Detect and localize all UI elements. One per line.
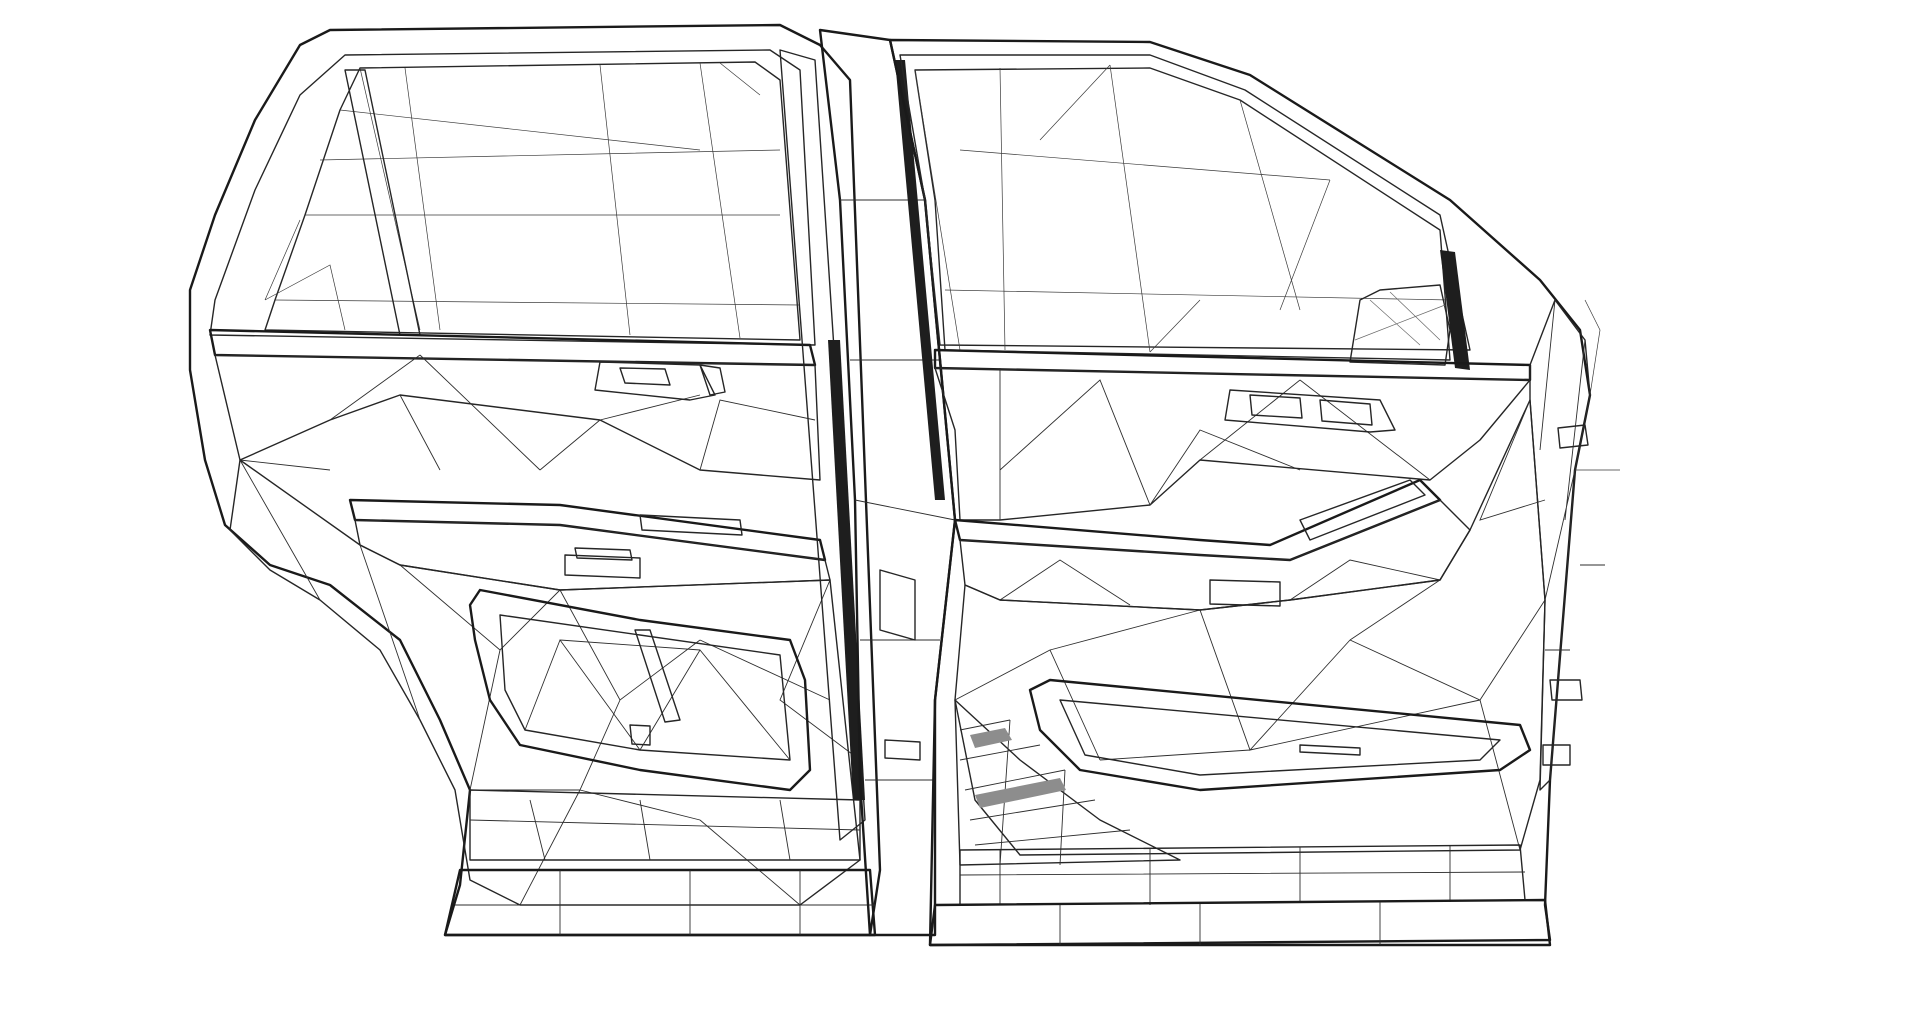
rear-door-pillar-edge — [779, 49, 866, 841]
rear-lower-panel — [229, 459, 861, 906]
rear-door-handle — [594, 361, 716, 401]
front-window-frame — [899, 54, 1471, 351]
front-upper-trim — [934, 367, 1531, 521]
rear-door — [188, 23, 882, 937]
side-mirror — [1349, 284, 1451, 366]
front-armrest — [953, 478, 1442, 562]
rear-window-glass — [264, 61, 801, 341]
upper-hinge — [1557, 424, 1589, 449]
rear-window-divider — [344, 69, 421, 336]
rear-lower-sill — [469, 789, 861, 861]
rear-door-outline — [188, 23, 882, 937]
door-check-strap — [1542, 744, 1571, 766]
rear-map-pocket — [468, 588, 812, 792]
front-door-leading-edge — [1529, 299, 1591, 791]
front-door-outline — [888, 38, 1592, 947]
front-window-glass — [914, 67, 1451, 361]
front-door-handle — [1224, 389, 1396, 433]
front-door-louvre — [954, 699, 1181, 866]
front-rocker — [928, 898, 1552, 947]
rear-window-frame — [209, 49, 816, 346]
front-map-pocket — [1028, 678, 1532, 792]
rear-rocker — [443, 868, 877, 937]
front-door — [888, 38, 1620, 947]
rear-upper-trim — [214, 354, 821, 481]
lower-hinge — [1549, 679, 1583, 701]
